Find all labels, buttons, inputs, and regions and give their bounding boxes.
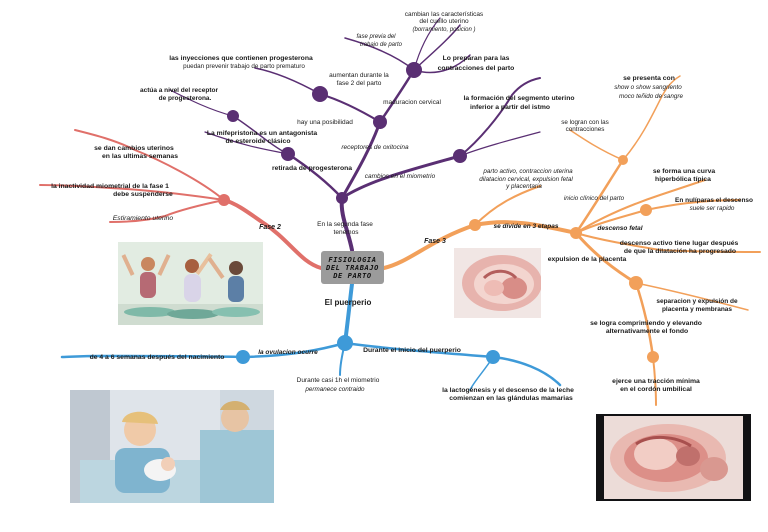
text-separacion-2: placenta y membranas	[662, 306, 732, 313]
text-casi-2: permanece contraido	[304, 386, 365, 393]
text-logran-2: contracciones	[566, 126, 605, 133]
node-fase3[interactable]	[469, 219, 481, 231]
text-activo-1: descenso activo tiene lugar después	[620, 240, 739, 247]
text-fase2: Fase 2	[259, 224, 281, 231]
text-divide: se divide en 3 etapas	[493, 223, 558, 230]
text-aumentan-1: aumentan durante la	[329, 72, 389, 79]
text-tenemos: tenemos	[334, 229, 360, 236]
text-logran-1: se logran con las	[561, 119, 609, 126]
orange-nodes	[469, 155, 659, 363]
postpartum-photo	[70, 390, 274, 503]
text-inicio-clinico: inicio clínico del parto	[564, 195, 625, 202]
central-topic-line-1: FISIOLOGIA	[328, 255, 377, 264]
text-aumentan-2: fase 2 del parto	[337, 80, 382, 87]
red-branch	[39, 129, 323, 270]
node-puerperio[interactable]	[337, 335, 353, 351]
blue-nodes	[236, 335, 500, 364]
text-actua-1: actúa a nivel del receptor	[140, 87, 219, 94]
text-receptores: receptores de oxitocina	[341, 144, 409, 151]
text-presenta-2: show o show sangriento	[614, 84, 682, 91]
text-mifepristona-1: La mifepristona es un antagonista	[207, 130, 318, 137]
text-fase-previa-2: trabajo de parto	[360, 42, 403, 48]
node-descenso[interactable]	[640, 204, 652, 216]
text-parto-activo-3: y placentaria	[505, 183, 542, 190]
node-comprime[interactable]	[647, 351, 659, 363]
text-lactogenesis-1: la lactogénesis y el descenso de la lech…	[442, 387, 574, 394]
text-formacion-1: la formación del segmento uterino	[463, 95, 574, 102]
text-puerperio: El puerperio	[325, 298, 372, 307]
text-parto-activo-2: dilatacion cervical, expulsion fetal	[479, 176, 573, 183]
text-dan-1: se dan cambios uterinos	[94, 145, 174, 152]
text-comprimiendo-2: alternativamente el fondo	[606, 328, 688, 335]
text-ejerce-1: ejerce una tracción mínima	[612, 378, 700, 385]
text-separacion-1: separacion y expulsión de	[656, 298, 738, 305]
text-curva-2: hiperbólica típica	[655, 176, 711, 183]
text-lactogenesis-2: comienzan en las glándulas mamarias	[449, 395, 573, 402]
text-maduracion: maduracion cervical	[383, 99, 441, 106]
text-nuliparas-2: suele ser rapido	[690, 205, 735, 212]
node-cuello[interactable]	[406, 62, 422, 78]
text-fase-previa-1: fase previa del	[356, 34, 396, 40]
central-topic-line-2: DEL TRABAJO	[326, 263, 379, 272]
text-formacion-2: inferior a partir del istmo	[470, 104, 550, 111]
text-inicio-puerperio: Durante el inicio del puerperio	[363, 347, 461, 354]
text-presenta-3: moco teñido de sangre	[619, 93, 684, 100]
text-mifepristona-2: de esteroide clásico	[226, 138, 291, 145]
text-inactividad-2: debe suspenderse	[113, 191, 173, 198]
node-cambios-miometrio[interactable]	[453, 149, 467, 163]
text-fase3: Fase 3	[424, 238, 446, 245]
text-retirada: retirada de progesterona	[272, 165, 352, 172]
node-mifepristona[interactable]	[227, 110, 239, 122]
node-ovulacion[interactable]	[236, 350, 250, 364]
text-presenta-1: se presenta con	[623, 75, 675, 82]
node-inicio-clinico[interactable]	[618, 155, 628, 165]
text-parto-activo-1: parto activo, contraccion uterina	[482, 168, 573, 175]
text-dan-2: en las ultimas semanas	[102, 153, 178, 160]
central-topic-line-3: DE PARTO	[333, 271, 372, 280]
text-ovulacion: la ovulacion ocurre	[258, 349, 318, 356]
text-ejerce-2: en el cordón umbilical	[620, 386, 692, 393]
text-cambian-3: (borramiento, posicion )	[412, 27, 475, 33]
text-segunda-fase: En la segunda fase	[317, 221, 373, 228]
node-aumentan[interactable]	[312, 86, 328, 102]
yoga-illustration	[118, 242, 263, 325]
text-inactividad-1: la inactividad miometrial de la fase 1	[51, 183, 169, 190]
text-cambian-2: del cuello uterino	[419, 18, 469, 25]
text-preparan-2: contracciones del parto	[438, 65, 515, 72]
text-comprimiendo-1: se logra comprimiendo y elevando	[590, 320, 702, 327]
text-estiramiento: Estiramiento uterino	[113, 215, 174, 222]
text-inyecciones-1: las inyecciones que contienen progestero…	[169, 55, 313, 62]
text-inyecciones-2: puedan prevenir trabajo de parto prematu…	[183, 63, 305, 70]
node-inicio-puerperio[interactable]	[486, 350, 500, 364]
text-preparan-1: Lo preparan para las	[443, 55, 510, 62]
central-topic[interactable]: FISIOLOGIA DEL TRABAJO DE PARTO	[321, 251, 384, 284]
orange-branch	[382, 75, 761, 406]
node-etapas[interactable]	[570, 227, 582, 239]
fetus-uterus-image	[454, 248, 541, 318]
text-expulsion: expulsion de la placenta	[548, 256, 627, 263]
node-maduracion[interactable]	[373, 115, 387, 129]
text-cambios-miometrio: cambios en el miometrio	[365, 173, 436, 180]
text-semanas: de 4 a 6 semanas después del nacimiento	[90, 354, 225, 361]
text-activo-2: de que la dilatación ha progresado	[624, 248, 736, 255]
purple-nodes	[227, 62, 467, 204]
node-retirada[interactable]	[281, 147, 295, 161]
text-nuliparas-1: En nulíparas el descenso	[675, 197, 753, 204]
text-cambian-1: cambian las características	[405, 11, 484, 18]
text-actua-2: de progesterona.	[159, 95, 212, 102]
birth-illustration	[596, 414, 751, 501]
node-expulsion[interactable]	[629, 276, 643, 290]
text-casi-1: Durante casi 1h el miometrio	[297, 377, 380, 384]
node-segunda-fase[interactable]	[336, 192, 348, 204]
text-curva-1: se forma una curva	[653, 168, 716, 175]
text-descenso-fetal: descenso fetal	[597, 225, 642, 232]
text-hay-posibilidad: hay una posibilidad	[297, 119, 353, 126]
node-fase2[interactable]	[218, 194, 230, 206]
